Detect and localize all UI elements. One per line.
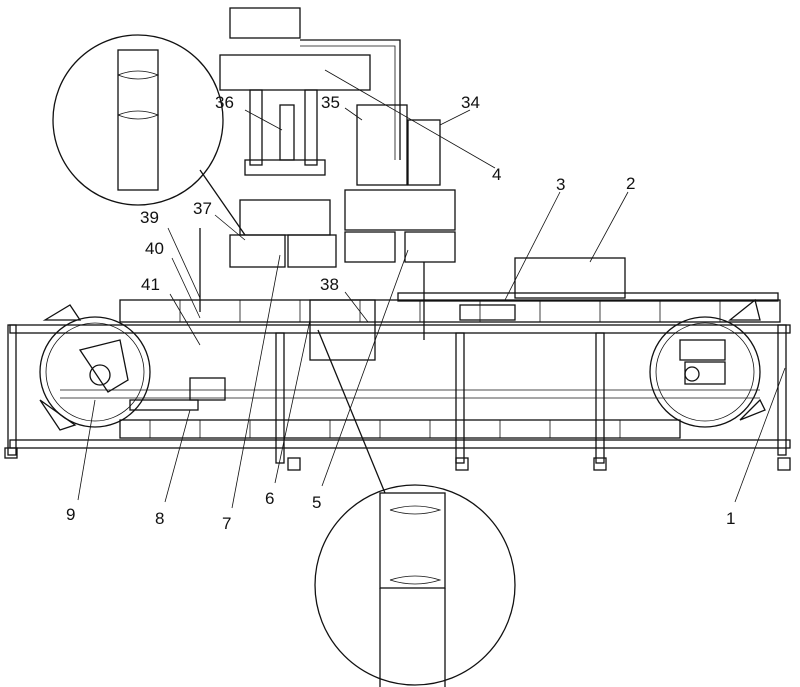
label-35: 35	[321, 93, 340, 112]
detail-circle-top	[52, 34, 246, 236]
label-6: 6	[265, 489, 274, 508]
label-1: 1	[726, 509, 735, 528]
detail-circle-bottom	[314, 329, 516, 687]
machine-frame	[4, 299, 791, 471]
label-40: 40	[145, 239, 164, 258]
label-9: 9	[66, 505, 75, 524]
label-38: 38	[320, 275, 339, 294]
label-41: 41	[141, 275, 160, 294]
label-8: 8	[155, 509, 164, 528]
label-7: 7	[222, 514, 231, 533]
label-37: 37	[193, 199, 212, 218]
label-5: 5	[312, 493, 321, 512]
right-sprocket	[649, 298, 766, 428]
label-3: 3	[556, 175, 565, 194]
upper-assembly	[199, 7, 779, 361]
label-36: 36	[215, 93, 234, 112]
left-sprocket	[39, 304, 226, 431]
leader-lines	[77, 69, 786, 509]
label-39: 39	[140, 208, 159, 227]
label-4: 4	[492, 165, 501, 184]
label-34: 34	[461, 93, 480, 112]
reference-labels: 36 35 34 4 3 2 37 39 40 41 38 9 8 7 6 5 …	[66, 93, 735, 533]
label-2: 2	[626, 174, 635, 193]
